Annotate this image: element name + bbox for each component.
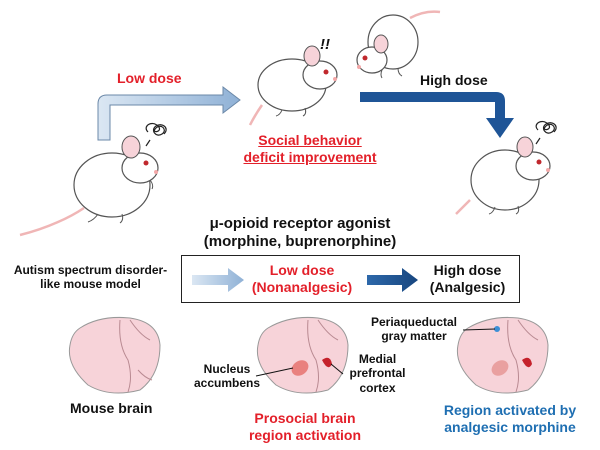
- dose-box: [181, 255, 520, 303]
- nucleus-line2: accumbens: [193, 376, 261, 391]
- mpfc-region: [322, 357, 332, 368]
- model-line2: like mouse model: [40, 277, 141, 292]
- prosocial-line1: Prosocial brain: [254, 410, 356, 426]
- pag-line1: Periaqueductal: [370, 315, 458, 329]
- agonist-label: μ-opioid receptor agonist (morphine, bup…: [185, 215, 415, 251]
- analgesic-line2: analgesic morphine: [444, 418, 576, 435]
- leader-lines: [255, 328, 496, 377]
- social-line1: Social behavior: [258, 132, 362, 148]
- box-low-line1: Low dose: [269, 262, 335, 278]
- brain-plain: [68, 317, 161, 394]
- high-dose-top-label: High dose: [420, 72, 488, 88]
- brain-analgesic: [456, 317, 549, 394]
- mouse-sad-left: [19, 122, 167, 237]
- mouse-brain-label: Mouse brain: [70, 400, 153, 416]
- high-dose-box-arrow: [367, 268, 418, 292]
- nucleus-accumbens-label: Nucleus accumbens: [192, 362, 262, 391]
- pag-label: Periaqueductal gray matter: [364, 315, 464, 344]
- analgesic-region-label: Region activated by analgesic morphine: [425, 402, 595, 436]
- mpfc-label: Medial prefrontal cortex: [335, 352, 420, 395]
- nucleus-line1: Nucleus: [203, 362, 251, 376]
- low-dose-top-label: Low dose: [117, 70, 182, 86]
- social-behavior-label: Social behavior deficit improvement: [230, 132, 390, 166]
- model-line1: Autism spectrum disorder-: [13, 263, 168, 277]
- mouse-model-label: Autism spectrum disorder- like mouse mod…: [8, 263, 173, 292]
- tangle-thought-icon: [535, 120, 557, 145]
- exclaim-mark: !!: [320, 36, 330, 53]
- box-high-dose-label: High dose (Analgesic): [420, 262, 515, 296]
- mouse-social-center: [248, 45, 338, 126]
- prosocial-label: Prosocial brain region activation: [225, 410, 385, 444]
- agonist-line1: μ-opioid receptor agonist: [209, 215, 391, 232]
- brain-prosocial: [256, 317, 349, 394]
- pag-line2: gray matter: [381, 329, 447, 344]
- mpfc-line1: Medial: [358, 352, 397, 366]
- box-high-line2: (Analgesic): [429, 278, 506, 295]
- nucleus-accumbens-region: [291, 360, 309, 376]
- analgesic-line1: Region activated by: [443, 402, 577, 418]
- box-low-line2: (Nonanalgesic): [251, 278, 353, 295]
- mouse-sad-right: [455, 120, 557, 215]
- mpfc-line3: cortex: [359, 380, 396, 395]
- box-low-dose-label: Low dose (Nonanalgesic): [242, 262, 362, 296]
- box-high-line1: High dose: [433, 262, 502, 278]
- agonist-line2: (morphine, buprenorphine): [203, 233, 397, 250]
- social-line2: deficit improvement: [243, 148, 377, 165]
- prosocial-line2: region activation: [248, 426, 362, 443]
- mpfc-line2: prefrontal: [349, 366, 406, 381]
- pag-region: [494, 326, 500, 332]
- mouse-partner: [356, 10, 441, 79]
- high-dose-top-arrow: [360, 92, 514, 138]
- low-dose-top-arrow: [97, 85, 241, 141]
- tangle-thought-icon: [145, 122, 167, 147]
- low-dose-box-arrow: [192, 268, 244, 292]
